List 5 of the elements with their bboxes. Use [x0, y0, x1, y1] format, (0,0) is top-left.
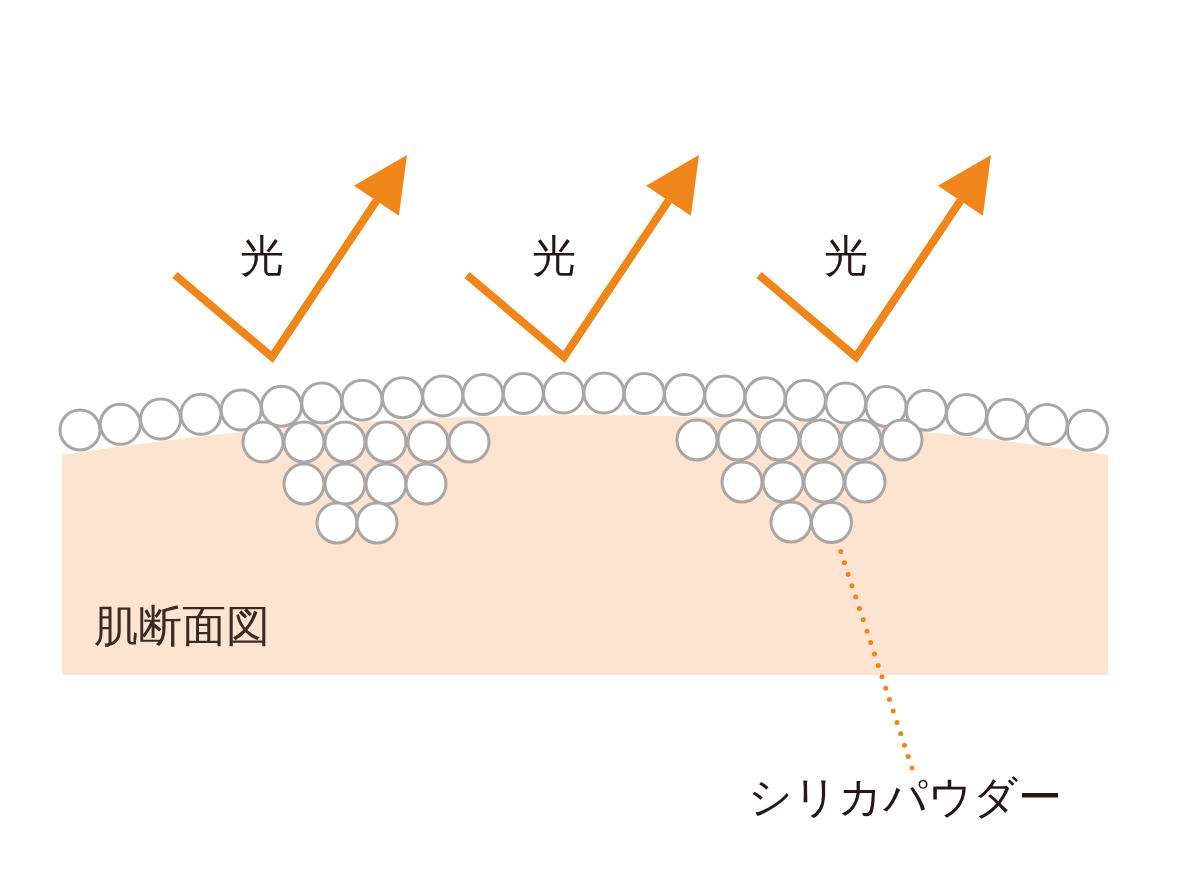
- section-label: 肌断面図: [94, 599, 270, 653]
- light-label: 光: [532, 229, 576, 283]
- light-label: 光: [824, 229, 868, 283]
- callout-label: シリカパウダー: [748, 768, 1118, 826]
- light-label: 光: [240, 229, 284, 283]
